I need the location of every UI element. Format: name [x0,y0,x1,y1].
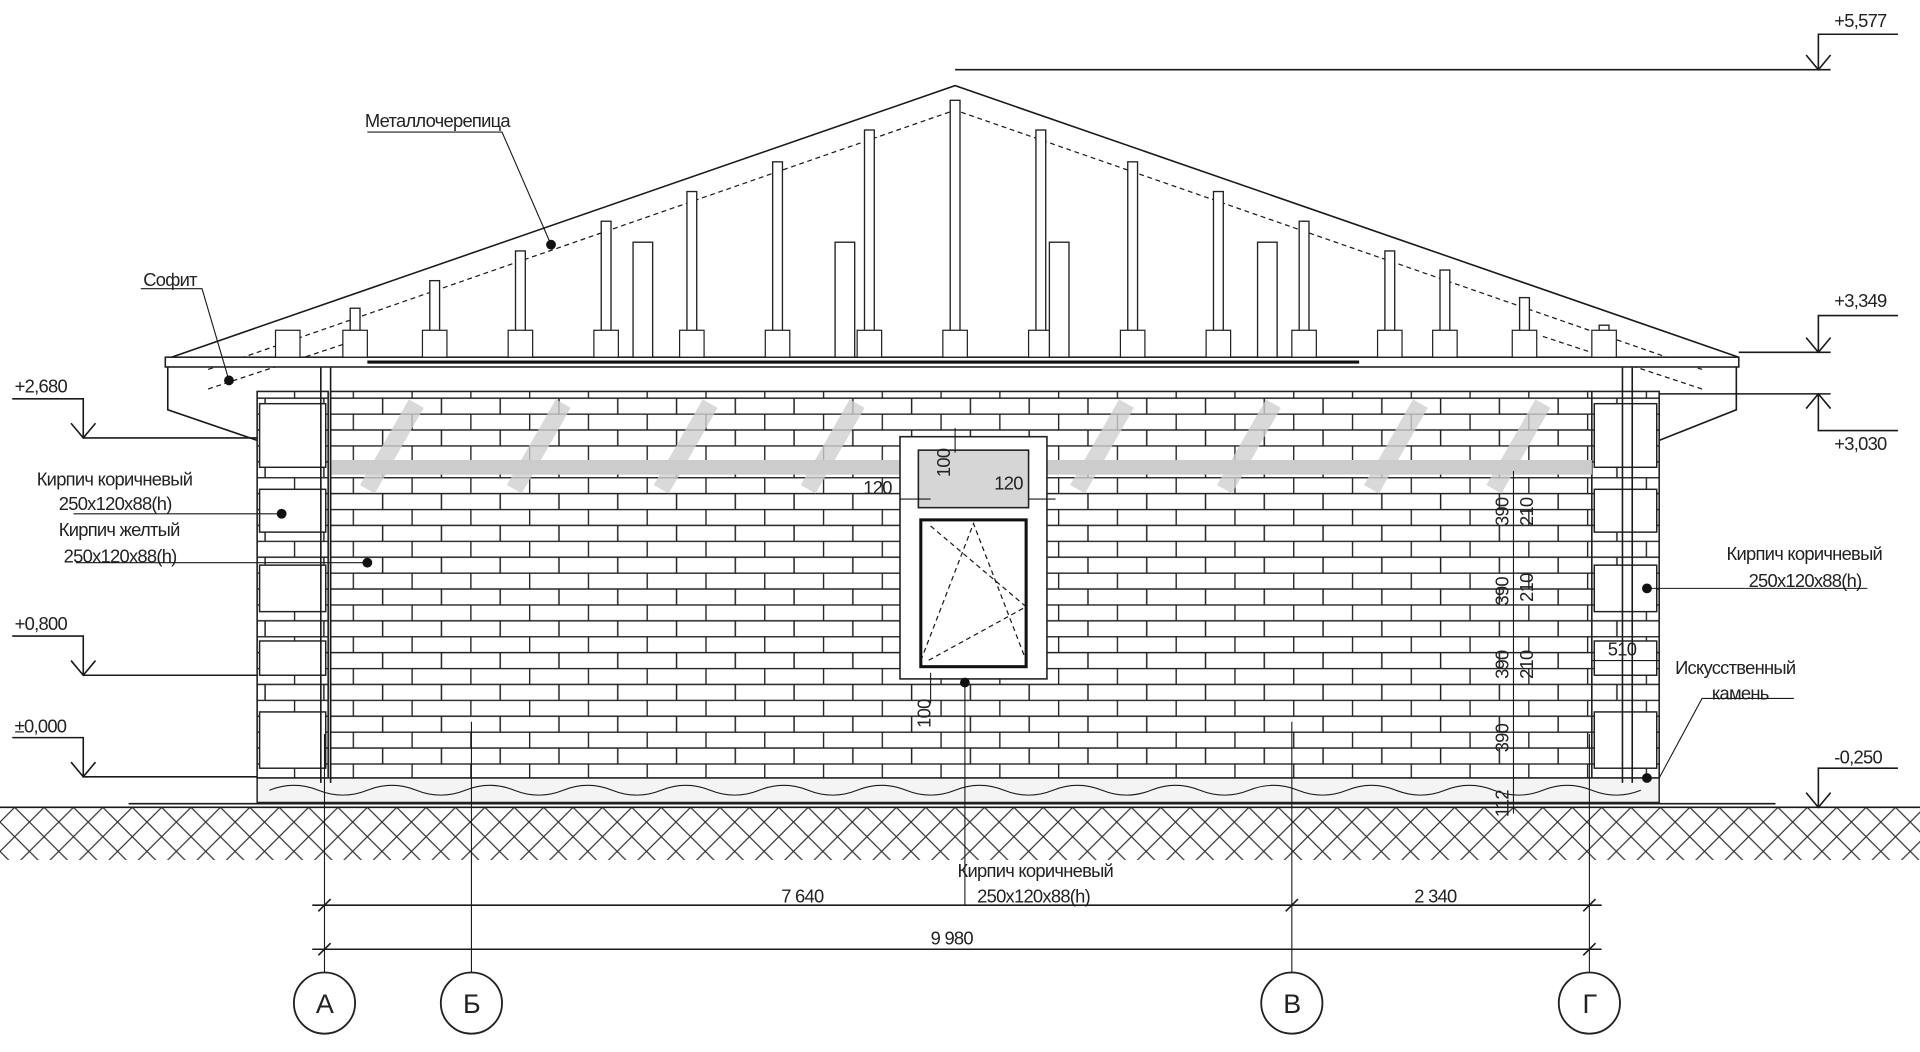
label-brick-yellow-1: Кирпич желтый [59,519,180,540]
truss-post-base [507,329,534,358]
dim-210-2: 210 [1516,573,1537,602]
label-soffit: Софит [143,269,198,290]
dim-v-g: 2 340 [1414,886,1457,907]
dim-112: 112 [1492,790,1513,818]
label-brick-brown-bottom-1: Кирпич коричневый [958,860,1114,881]
label-brick-brown-right-2: 250x120x88(h) [1749,570,1862,591]
label-brick-brown-left-2: 250x120x88(h) [59,493,172,514]
dim-210-3: 210 [1516,650,1537,679]
pier-blocks [258,402,1658,769]
axis-b: Б [439,971,503,1035]
svg-text:+3,030: +3,030 [1834,433,1887,454]
svg-text:+0,800: +0,800 [15,613,68,634]
dimension-chain: 7 640 2 340 9 980 [312,721,1602,973]
svg-text:В: В [1283,989,1300,1019]
window [899,435,1048,680]
label-brick-brown-right-1: Кирпич коричневый [1727,543,1883,564]
dim-390-3: 390 [1492,650,1513,679]
label-brick-yellow-2: 250x120x88(h) [64,546,177,567]
annotations: Металлочерепица Софит Кирпич коричневый … [37,110,1883,907]
roof-trusses [274,99,1617,358]
svg-text:+3,349: +3,349 [1834,290,1887,311]
label-brick-brown-bottom-2: 250x120x88(h) [977,886,1090,907]
ground [0,802,1920,860]
truss-post-base [1205,329,1232,358]
truss-post-base [421,329,448,358]
dim-390-4: 390 [1492,723,1513,752]
level-wall-top: +2,680 [12,376,258,440]
level-marks: +5,577 +3,349 +3,030 -0,250 +2,680 +0,80… [12,10,1898,809]
truss-post-base [342,329,368,358]
window-sash [919,518,1028,669]
dim-390-1: 390 [1492,497,1513,526]
level-eave-top: +3,349 [1738,290,1898,354]
truss-post [949,99,961,358]
truss-post-base [764,329,791,358]
dim-510: 510 [1608,639,1637,660]
label-roofing: Металлочерепица [365,110,512,131]
window-dimensions: 100 120 120 100 [863,428,1056,728]
truss-post [1127,161,1139,358]
truss-post-base [274,329,301,358]
chimney-stub [1256,241,1278,358]
dim-window-right: 120 [994,472,1023,493]
dim-210-1: 210 [1516,497,1537,526]
truss-post-base [678,329,705,358]
truss-post-base [1119,329,1146,358]
svg-text:А: А [316,989,334,1019]
truss-post [863,129,875,358]
truss-post-base [593,329,619,358]
svg-text:Б: Б [463,989,480,1019]
svg-text:±0,000: ±0,000 [15,716,67,737]
axis-a: А [292,971,357,1035]
level-ridge: +5,577 [955,10,1898,71]
stone-plinth [256,777,1660,804]
chimney-stub [632,241,654,358]
truss-post-base [1376,329,1403,358]
label-stone-2: камень [1712,683,1769,704]
dim-window-top: 100 [933,448,954,477]
chimney-stub [1048,241,1070,358]
dim-a-v: 7 640 [781,886,824,907]
truss-post-base [942,329,968,358]
label-stone-1: Искусственный [1675,657,1795,678]
truss-post [771,161,784,358]
dim-390-2: 390 [1492,577,1513,606]
dim-window-bottom: 100 [914,699,935,728]
truss-post-base [1511,329,1538,358]
truss-post-base [1432,329,1458,358]
axis-g: Г [1557,971,1621,1035]
truss-post-base [856,329,883,358]
label-brick-brown-left-1: Кирпич коричневый [37,469,193,490]
level-ground: -0,250 [1805,746,1898,809]
chimney-stub [834,241,856,358]
level-sill: +0,800 [12,613,258,677]
window-transom [917,449,1030,509]
svg-text:+5,577: +5,577 [1834,10,1887,31]
axis-v: В [1260,971,1324,1035]
truss-post-base [1591,329,1617,358]
dim-total: 9 980 [931,927,974,948]
svg-text:-0,250: -0,250 [1834,746,1882,767]
svg-text:+2,680: +2,680 [15,376,68,397]
roof [164,84,1740,442]
axis-markers: А Б В Г [292,971,1621,1035]
pier-dimensions: 390 390 390 390 210 210 210 112 510 [1492,470,1660,818]
level-zero: ±0,000 [12,716,258,779]
dim-window-left: 120 [863,477,892,498]
truss-post [1035,129,1047,358]
level-eave-bottom: +3,030 [1659,392,1898,454]
truss-post-base [1291,329,1317,358]
svg-text:Г: Г [1582,989,1597,1019]
